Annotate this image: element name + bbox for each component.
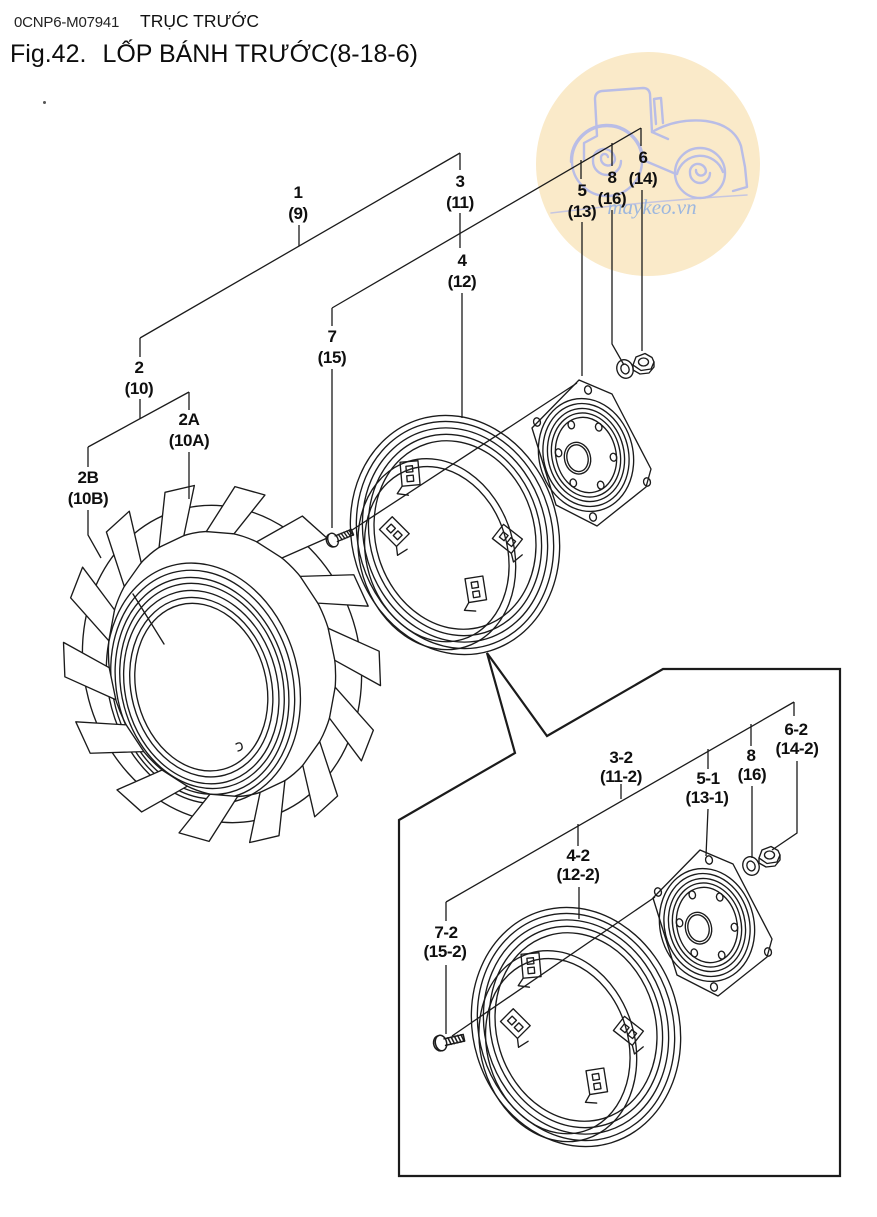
svg-text:(13): (13) (568, 202, 597, 221)
lower-leader-lines (445, 701, 798, 1037)
svg-text:(14): (14) (629, 169, 658, 188)
svg-text:7: 7 (327, 327, 336, 346)
svg-text:(12): (12) (448, 272, 477, 291)
svg-text:4-2: 4-2 (566, 846, 589, 865)
callout-2-10: 2 (10) (125, 358, 154, 398)
document-code: 0CNP6-M07941 (14, 14, 120, 31)
callout-8-16-lower: 8 (16) (738, 746, 767, 784)
tire-tread-lugs (62, 484, 382, 844)
svg-text:(12-2): (12-2) (557, 865, 600, 884)
lower-callouts: 3-2 (11-2) 4-2 (12-2) 7-2 (15-2) 5-1 (13… (424, 720, 819, 961)
svg-text:6-2: 6-2 (784, 720, 807, 739)
callout-4-2: 4-2 (12-2) (557, 846, 600, 884)
stray-dot (43, 101, 46, 104)
callout-8-16: 8 (16) (598, 168, 627, 208)
svg-text:2B: 2B (78, 468, 99, 487)
detail-box (397, 652, 842, 1178)
svg-text:4: 4 (457, 251, 467, 270)
svg-text:(10A): (10A) (169, 431, 210, 450)
svg-text:(11): (11) (446, 193, 474, 212)
callout-6-14: 6 (14) (629, 148, 658, 188)
lower-hub-flange (646, 849, 773, 997)
watermark-badge: maykeo.vn (536, 52, 760, 276)
svg-text:(10B): (10B) (68, 489, 109, 508)
svg-text:(15): (15) (318, 348, 347, 367)
callout-7-15: 7 (15) (318, 327, 347, 367)
figure-name: LỐP BÁNH TRƯỚC(8-18-6) (102, 40, 418, 68)
callout-3-2: 3-2 (11-2) (600, 748, 642, 786)
svg-text:5: 5 (577, 181, 586, 200)
upper-callouts: 1 (9) 2 (10) 2A (10A) 2B (10B) 3 (11) 4 … (68, 148, 658, 508)
front-tire (62, 484, 382, 844)
watermark-site: maykeo.vn (607, 195, 696, 219)
lower-bolt (431, 1029, 467, 1054)
upper-leader-lines (87, 127, 643, 559)
svg-text:8: 8 (746, 746, 755, 765)
svg-text:(16): (16) (738, 765, 767, 784)
svg-text:(11-2): (11-2) (600, 767, 642, 786)
svg-text:5-1: 5-1 (696, 769, 719, 788)
svg-text:2A: 2A (179, 410, 200, 429)
svg-text:7-2: 7-2 (434, 923, 457, 942)
svg-text:3: 3 (455, 172, 464, 191)
callout-3-11: 3 (11) (446, 172, 474, 212)
callout-5-13: 5 (13) (568, 181, 597, 221)
svg-text:(13-1): (13-1) (686, 788, 729, 807)
tractor-icon (550, 86, 749, 214)
svg-text:(15-2): (15-2) (424, 942, 467, 961)
callout-2A-10A: 2A (10A) (169, 410, 210, 450)
upper-hub-flange (525, 379, 652, 527)
lower-rim (442, 881, 710, 1173)
svg-text:6: 6 (638, 148, 647, 167)
svg-text:(14-2): (14-2) (776, 739, 819, 758)
svg-text:8: 8 (607, 168, 616, 187)
upper-rim (321, 389, 589, 681)
callout-1-9: 1 (9) (288, 183, 308, 223)
svg-text:(16): (16) (598, 189, 627, 208)
section-title: TRỤC TRƯỚC (140, 11, 260, 31)
callout-7-2: 7-2 (15-2) (424, 923, 467, 961)
svg-text:1: 1 (293, 183, 302, 202)
callout-2B-10B: 2B (10B) (68, 468, 109, 508)
figure-title: Fig.42. LỐP BÁNH TRƯỚC(8-18-6) (10, 40, 418, 69)
callout-5-1: 5-1 (13-1) (686, 769, 729, 807)
svg-text:2: 2 (134, 358, 143, 377)
upper-nut (632, 352, 655, 375)
callout-4-12: 4 (12) (448, 251, 477, 291)
figure-number: Fig.42. (10, 40, 87, 68)
svg-text:(10): (10) (125, 379, 154, 398)
svg-text:(9): (9) (288, 204, 308, 223)
callout-6-2: 6-2 (14-2) (776, 720, 819, 758)
svg-text:3-2: 3-2 (609, 748, 632, 767)
lower-nut (758, 845, 781, 868)
